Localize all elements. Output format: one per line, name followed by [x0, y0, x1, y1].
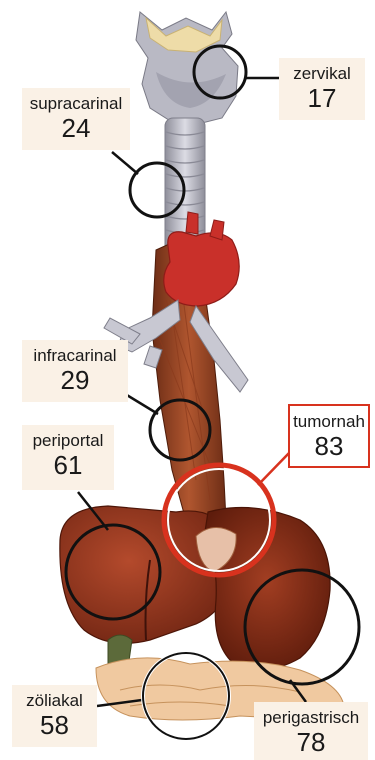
label-zoeliakal: zöliakal 58: [12, 685, 97, 747]
leader-supracarinal: [112, 152, 138, 174]
label-value: 61: [22, 451, 114, 479]
label-supracarinal: supracarinal 24: [22, 88, 130, 150]
label-name: infracarinal: [22, 340, 128, 366]
label-tumornah: tumornah 83: [288, 404, 370, 468]
label-value: 78: [254, 728, 368, 756]
label-value: 24: [22, 114, 130, 142]
label-name: supracarinal: [22, 88, 130, 114]
leader-tumornah: [258, 452, 290, 485]
label-name: zöliakal: [12, 685, 97, 711]
label-periportal: periportal 61: [22, 425, 114, 490]
label-perigastrisch: perigastrisch 78: [254, 702, 368, 760]
label-name: periportal: [22, 425, 114, 451]
label-value: 58: [12, 711, 97, 739]
label-value: 29: [22, 366, 128, 394]
stomach: [196, 508, 330, 670]
label-value: 83: [290, 432, 368, 460]
label-name: zervikal: [279, 58, 365, 84]
larynx: [136, 12, 238, 124]
label-name: perigastrisch: [254, 702, 368, 728]
label-zervikal: zervikal 17: [279, 58, 365, 120]
label-name: tumornah: [290, 406, 368, 432]
label-infracarinal: infracarinal 29: [22, 340, 128, 402]
label-value: 17: [279, 84, 365, 112]
